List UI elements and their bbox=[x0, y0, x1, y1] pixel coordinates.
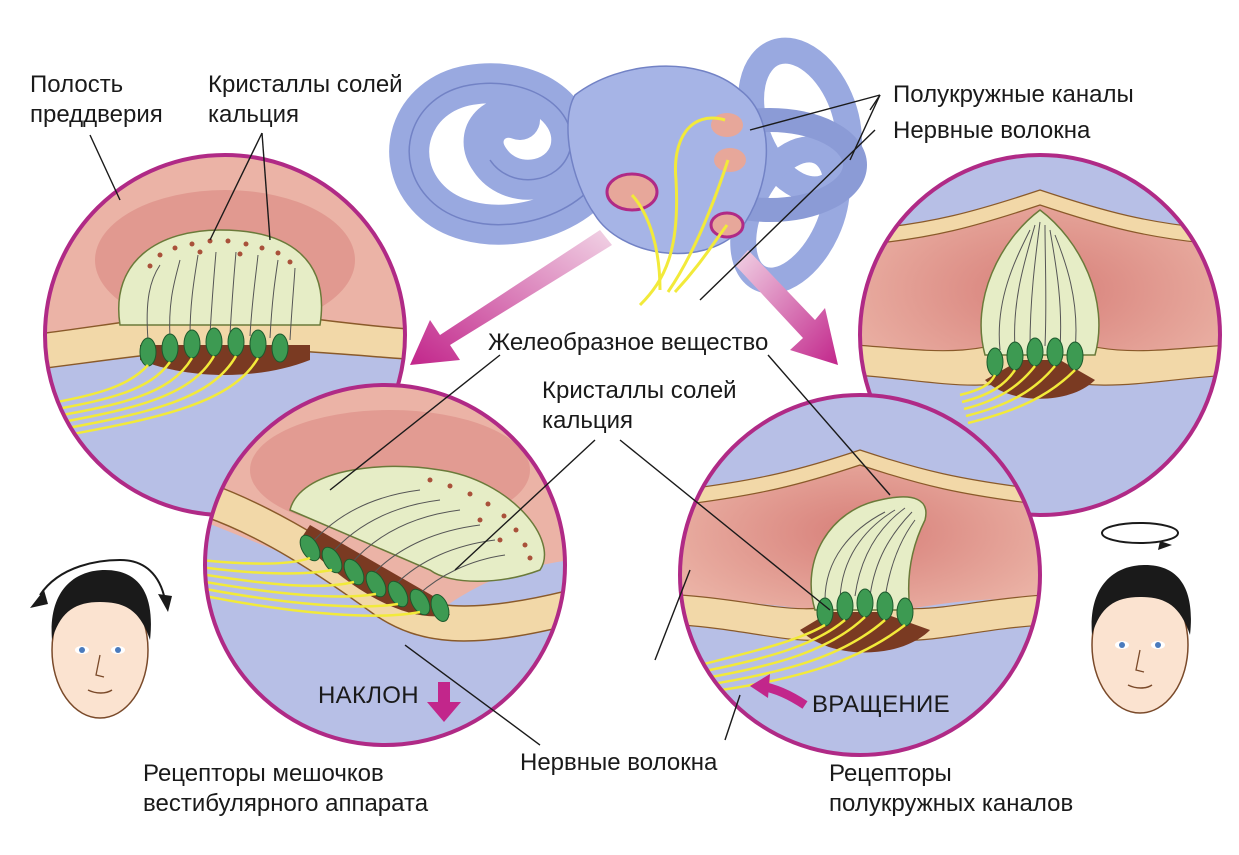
label-vestibule-cavity-1: Полость bbox=[30, 71, 123, 98]
label-crystals-top-2: кальция bbox=[208, 101, 299, 128]
caption-saccule-receptors-1: Рецепторы мешочков bbox=[143, 760, 384, 787]
label-semicircular-canals: Полукружные каналы bbox=[893, 81, 1134, 108]
label-nerve-fibers-bottom: Нервные волокна bbox=[520, 749, 718, 776]
label-vestibule-cavity-2: преддверия bbox=[30, 101, 163, 128]
inner-ear-labyrinth bbox=[409, 37, 867, 305]
caption-canal-receptors-2: полукружных каналов bbox=[829, 790, 1073, 817]
label-tilt: НАКЛОН bbox=[318, 682, 419, 709]
face-tilt-icon bbox=[30, 560, 172, 718]
label-crystals-mid-2: кальция bbox=[542, 407, 633, 434]
caption-canal-receptors-1: Рецепторы bbox=[829, 760, 952, 787]
caption-saccule-receptors-2: вестибулярного аппарата bbox=[143, 790, 429, 817]
label-rotation: ВРАЩЕНИЕ bbox=[812, 691, 950, 718]
label-nerve-fibers-top: Нервные волокна bbox=[893, 117, 1091, 144]
label-crystals-top-1: Кристаллы солей bbox=[208, 71, 403, 98]
label-crystals-mid-1: Кристаллы солей bbox=[542, 377, 737, 404]
label-gelatinous-substance: Желеобразное вещество bbox=[488, 329, 768, 356]
